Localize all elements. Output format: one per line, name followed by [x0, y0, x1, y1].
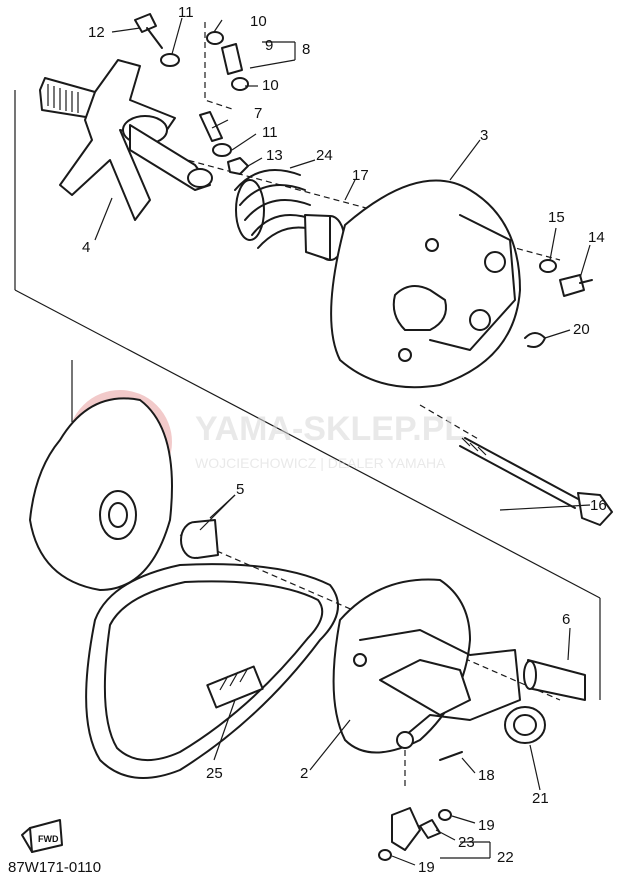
- diagram-code: 87W171-0110: [8, 859, 101, 876]
- callout-11-bottom: 11: [262, 124, 278, 141]
- callout-19-top: 19: [478, 817, 495, 834]
- part-5-bushing: [180, 519, 219, 559]
- callout-18: 18: [478, 767, 495, 784]
- callout-11-top: 11: [178, 4, 194, 21]
- part-1-sheave: [29, 397, 173, 591]
- callout-13: 13: [266, 147, 283, 164]
- callout-24: 24: [316, 147, 333, 164]
- callout-19-bottom: 19: [418, 859, 435, 876]
- part-4-spider-shaft: [39, 59, 213, 221]
- callout-9: 9: [265, 37, 273, 54]
- part-25-belt: [85, 563, 339, 779]
- part-3-cover: [330, 179, 521, 389]
- callout-10-top: 10: [250, 13, 267, 30]
- watermark-title: YAMA-SKLEP.PL: [195, 410, 465, 448]
- small-hardware-top: [134, 13, 249, 175]
- part-2-sheave: [332, 578, 521, 754]
- part-16-bolt: [459, 437, 613, 526]
- fwd-arrow-icon: FWD: [21, 819, 63, 853]
- part-6-21: [504, 659, 586, 744]
- callout-14: 14: [588, 229, 605, 246]
- part-24-spring: [234, 169, 345, 261]
- callout-6: 6: [562, 611, 570, 628]
- watermark: YAMA-SKLEP.PL WOJCIECHOWICZ | DEALER YAM…: [68, 390, 465, 494]
- callout-2: 2: [300, 765, 308, 782]
- callout-10-bottom: 10: [262, 77, 279, 94]
- callout-25: 25: [206, 765, 223, 782]
- callout-5: 5: [236, 481, 244, 498]
- callout-8: 8: [302, 41, 310, 58]
- callout-20: 20: [573, 321, 590, 338]
- callout-21: 21: [532, 790, 549, 807]
- callout-17: 17: [352, 167, 369, 184]
- callout-labels: 12 11 10 9 8 10 7 11 13 24 17 3 15 14 20…: [8, 4, 607, 876]
- watermark-subtitle: WOJCIECHOWICZ | DEALER YAMAHA: [195, 455, 446, 471]
- callout-22: 22: [497, 849, 514, 866]
- fwd-label: FWD: [38, 834, 59, 844]
- callout-15: 15: [548, 209, 565, 226]
- callout-7: 7: [254, 105, 262, 122]
- callout-23: 23: [458, 834, 475, 851]
- leader-lines: [94, 17, 591, 866]
- callout-3: 3: [480, 127, 488, 144]
- callout-16: 16: [590, 497, 607, 514]
- callout-4: 4: [82, 239, 90, 256]
- small-hardware-bottom: [378, 751, 463, 861]
- callout-12: 12: [88, 24, 105, 41]
